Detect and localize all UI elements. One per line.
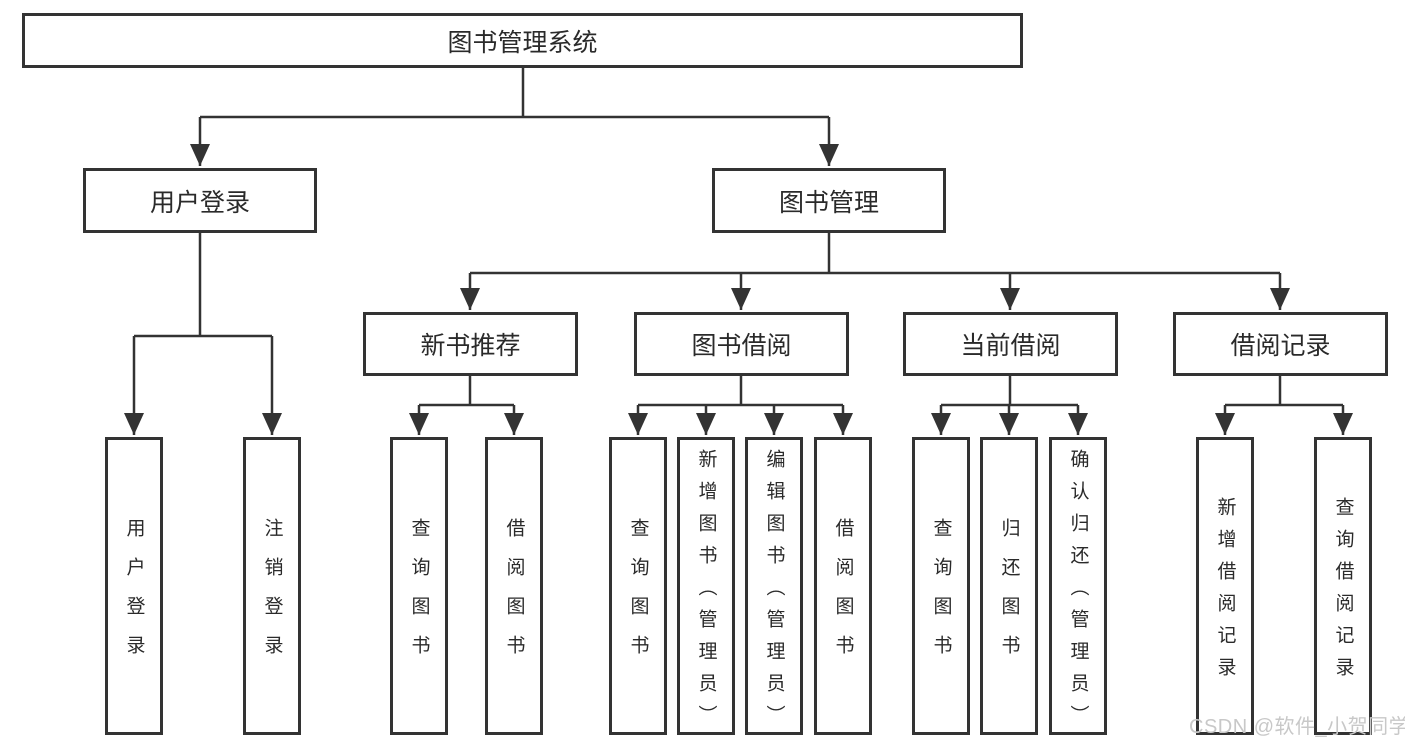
leaf-query-books-borrow: 查询图书 <box>609 437 667 735</box>
leaf-query-books-borrow-label: 查询图书 <box>627 518 649 674</box>
node-borrowing-records: 借阅记录 <box>1173 312 1388 376</box>
leaf-return-books: 归还图书 <box>980 437 1038 735</box>
leaf-add-books-admin-label: 新增图书（管理员） <box>695 448 717 737</box>
node-book-borrowing-label: 图书借阅 <box>691 332 792 360</box>
leaf-add-borrow-record-label: 新增借阅记录 <box>1214 496 1236 689</box>
leaf-confirm-return-admin-label: 确认归还（管理员） <box>1067 448 1089 737</box>
leaf-user-login-label: 用户登录 <box>123 518 145 674</box>
leaf-confirm-return-admin: 确认归还（管理员） <box>1049 437 1107 737</box>
leaf-return-books-label: 归还图书 <box>998 518 1020 674</box>
leaf-query-borrow-record-label: 查询借阅记录 <box>1332 496 1354 689</box>
node-new-book-recommend-label: 新书推荐 <box>420 332 521 360</box>
leaf-query-books-recommend-label: 查询图书 <box>408 518 430 674</box>
leaf-query-books-current-label: 查询图书 <box>930 518 952 674</box>
leaf-logout-label: 注销登录 <box>261 518 283 674</box>
leaf-borrow-books-recommend: 借阅图书 <box>485 437 543 735</box>
leaf-edit-books-admin-label: 编辑图书（管理员） <box>763 448 785 737</box>
leaf-add-books-admin: 新增图书（管理员） <box>677 437 735 737</box>
node-book-management-label: 图书管理 <box>778 188 879 217</box>
node-library-system: 图书管理系统 <box>22 13 1023 68</box>
leaf-user-login: 用户登录 <box>105 437 163 735</box>
node-borrowing-records-label: 借阅记录 <box>1230 332 1331 360</box>
leaf-add-borrow-record: 新增借阅记录 <box>1196 437 1254 735</box>
node-current-borrowing: 当前借阅 <box>903 312 1118 376</box>
leaf-query-books-recommend: 查询图书 <box>390 437 448 735</box>
leaf-query-books-current: 查询图书 <box>912 437 970 735</box>
leaf-borrow-books-label: 借阅图书 <box>832 518 854 674</box>
watermark: CSDN @软件_小贺同学 <box>1189 716 1405 738</box>
node-current-borrowing-label: 当前借阅 <box>960 332 1061 360</box>
node-book-management: 图书管理 <box>712 168 946 233</box>
leaf-logout: 注销登录 <box>243 437 301 735</box>
node-library-system-label: 图书管理系统 <box>447 28 598 57</box>
leaf-edit-books-admin: 编辑图书（管理员） <box>745 437 803 737</box>
leaf-borrow-books-recommend-label: 借阅图书 <box>503 518 525 674</box>
leaf-query-borrow-record: 查询借阅记录 <box>1314 437 1372 735</box>
leaf-borrow-books: 借阅图书 <box>814 437 872 735</box>
node-user-login: 用户登录 <box>83 168 317 233</box>
node-new-book-recommend: 新书推荐 <box>363 312 578 376</box>
node-book-borrowing: 图书借阅 <box>634 312 849 376</box>
node-user-login-label: 用户登录 <box>149 188 250 217</box>
